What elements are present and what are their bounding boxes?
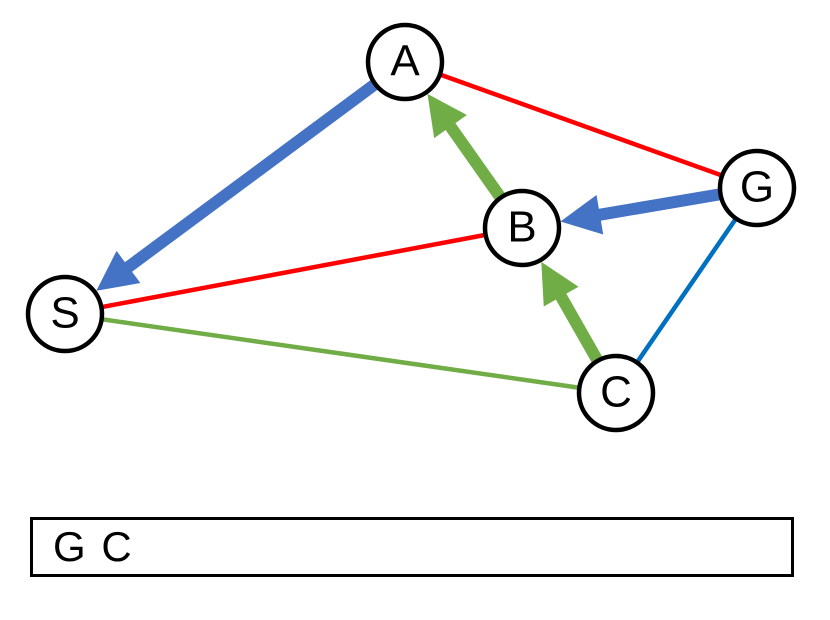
edge-c-b-arrow-shaft: [554, 291, 604, 366]
nodes-layer: A B C G S: [25, 22, 797, 433]
node-s-circle: [25, 274, 105, 354]
node-a: A: [365, 22, 445, 102]
node-g: G: [717, 148, 797, 228]
edge-b-a-arrow-shaft: [444, 121, 507, 203]
edge-s-c-line: [64, 311, 617, 396]
edges-layer: [64, 59, 759, 396]
node-b: B: [482, 188, 562, 268]
node-a-circle: [365, 22, 445, 102]
node-c: C: [576, 353, 656, 433]
edge-g-c-line: [614, 186, 759, 395]
node-c-circle: [576, 353, 656, 433]
answer-text: G C: [53, 523, 134, 570]
edge-c-b-arrow-head: [541, 261, 579, 307]
node-s: S: [25, 274, 105, 354]
node-g-circle: [717, 148, 797, 228]
node-b-label: B: [507, 203, 536, 252]
node-g-label: G: [740, 163, 774, 212]
answer-box: G C: [30, 517, 794, 577]
node-s-label: S: [50, 289, 79, 338]
edge-a-s-arrow-head: [96, 250, 141, 291]
edge-a-g-line: [404, 59, 758, 191]
edge-g-b-arrow-shaft: [596, 187, 724, 221]
node-c-label: C: [600, 368, 632, 417]
node-b-circle: [482, 188, 562, 268]
node-a-label: A: [390, 37, 420, 86]
edge-a-s-arrow-shaft: [123, 78, 381, 273]
edge-b-a-arrow-head: [427, 93, 467, 139]
edge-g-b-arrow-head: [560, 195, 604, 235]
edge-s-b-line: [64, 225, 523, 317]
